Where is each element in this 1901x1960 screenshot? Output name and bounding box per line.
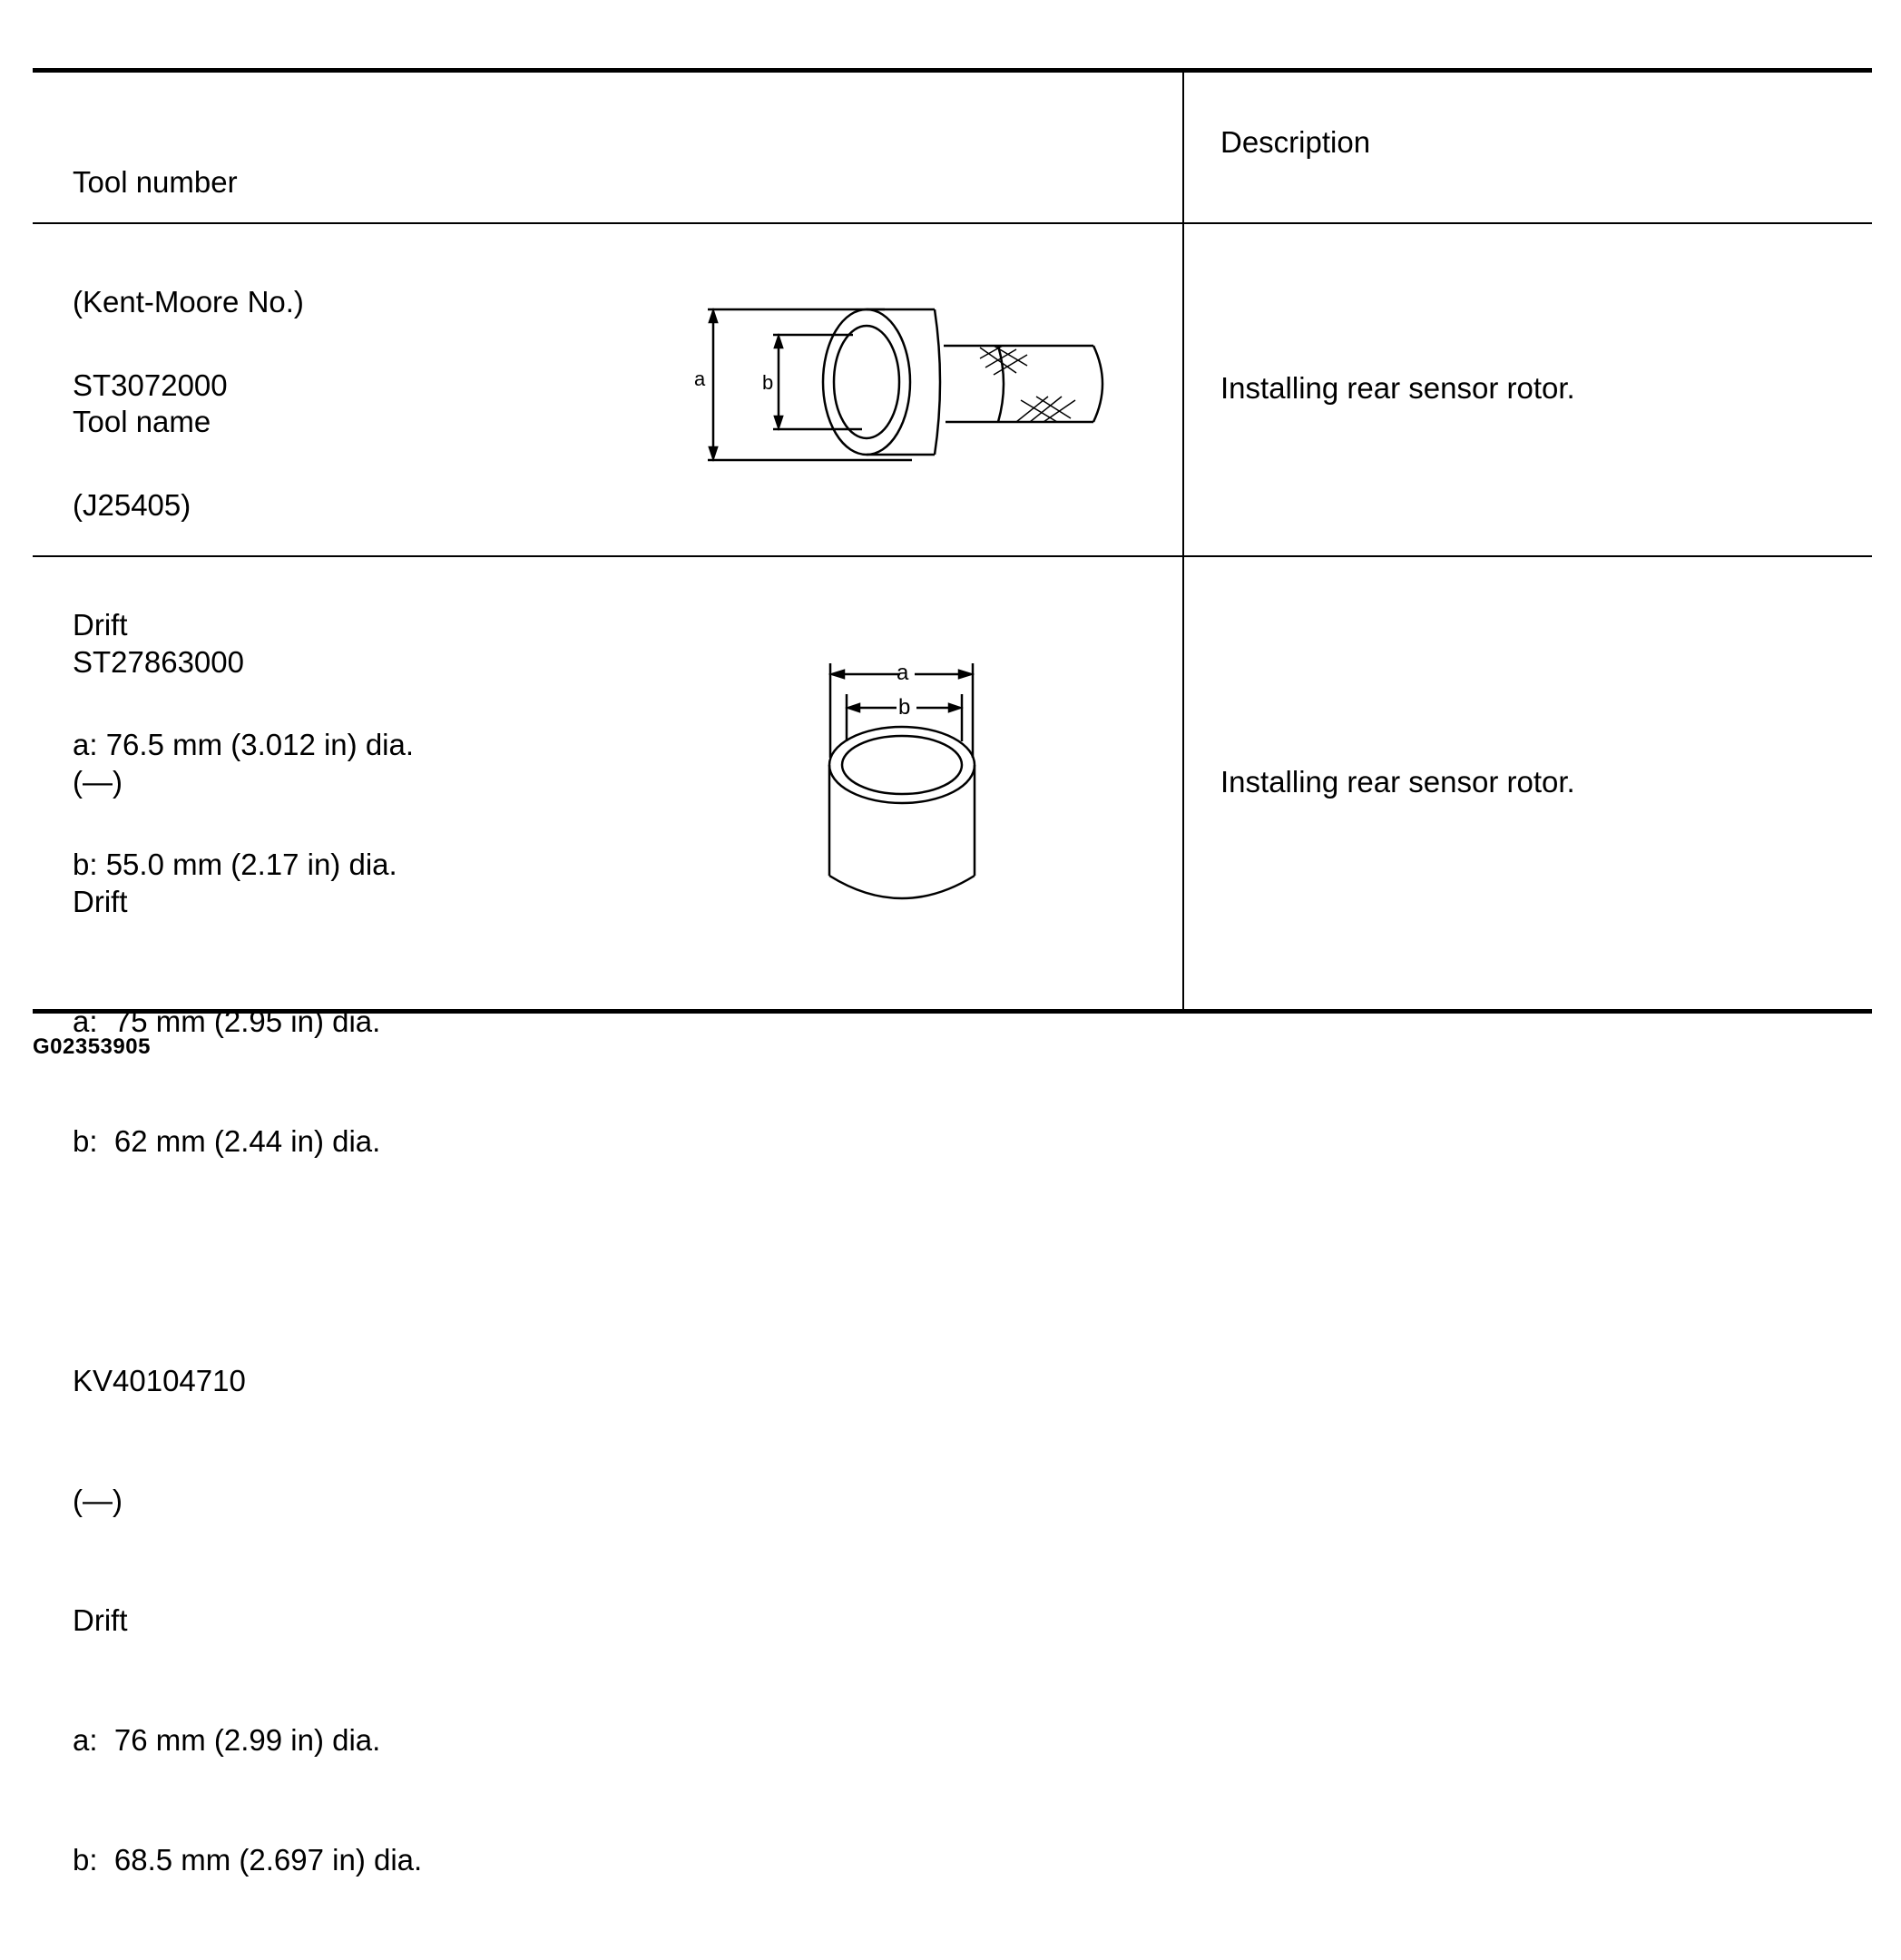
drift-cylinder-illustration: a b	[828, 661, 976, 900]
row2-tool2-dim-b: b: 68.5 mm (2.697 in) dia.	[73, 1843, 423, 1877]
column-divider	[1182, 71, 1184, 1011]
header-tool-name: Tool name	[73, 405, 211, 438]
row-divider	[33, 555, 1872, 557]
tool-table-page: Tool number (Kent-Moore No.) Tool name D…	[33, 68, 1872, 1877]
row1-dim-b: b: 55.0 mm (2.17 in) dia.	[73, 848, 397, 881]
row1-tool-name: Drift	[73, 608, 128, 642]
row2-kent-moore: (—)	[73, 765, 122, 799]
row1-dim-a: a: 76.5 mm (3.012 in) dia.	[73, 728, 415, 761]
drift-st3072000-illustration: a b	[694, 308, 1104, 462]
row2-tool-number: ST27863000	[73, 645, 244, 679]
row1-fig-label-a: a	[694, 368, 706, 390]
row2-tool-info: ST27863000 (—) Drift a: 75 mm (2.95 in) …	[73, 563, 422, 1960]
row1-description: Installing rear sensor rotor.	[1220, 371, 1575, 405]
header-tool-column: Tool number (Kent-Moore No.) Tool name	[73, 83, 304, 522]
row2-tool2-dim-a: a: 76 mm (2.99 in) dia.	[73, 1723, 381, 1757]
table-bottom-border	[33, 1009, 1872, 1014]
row2-tool2-kent-moore: (—)	[73, 1484, 122, 1517]
row2-description: Installing rear sensor rotor.	[1220, 765, 1575, 799]
row1-tool-number: ST3072000	[73, 368, 228, 402]
row1-kent-moore: (J25405)	[73, 488, 191, 522]
header-tool-number: Tool number	[73, 165, 238, 199]
row2-tool2-number: KV40104710	[73, 1364, 246, 1397]
row2-dim-a: a: 75 mm (2.95 in) dia.	[73, 1004, 381, 1038]
table-top-border	[33, 68, 1872, 73]
header-divider	[33, 222, 1872, 224]
row2-fig-label-b: b	[898, 695, 910, 720]
row1-tool-info: ST3072000 (J25405) Drift a: 76.5 mm (3.0…	[73, 286, 414, 965]
header-description: Description	[1220, 125, 1371, 159]
row1-fig-label-b: b	[762, 371, 773, 394]
row2-tool2-name: Drift	[73, 1603, 128, 1637]
row2-dim-b: b: 62 mm (2.44 in) dia.	[73, 1124, 381, 1158]
row2-tool-name: Drift	[73, 885, 128, 918]
row2-fig-label-a: a	[897, 661, 909, 685]
figure-id: G02353905	[33, 1034, 151, 1059]
header-kent-moore: (Kent-Moore No.)	[73, 285, 304, 318]
